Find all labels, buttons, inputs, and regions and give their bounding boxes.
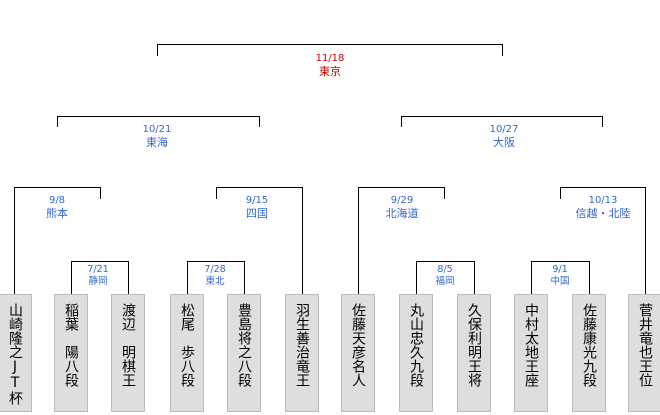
match-date: 9/29: [390, 195, 414, 206]
player-name: 佐藤康光九段: [581, 303, 597, 387]
player-name: 渡辺 明棋王: [120, 303, 136, 387]
final-venue: 東京: [319, 65, 341, 78]
final-connector: [157, 44, 503, 56]
match-date: 10/13: [588, 195, 618, 206]
match-date: 9/1: [552, 264, 568, 275]
match-venue: 熊本: [46, 207, 68, 220]
semi-label-left: 10/21 東海: [102, 123, 212, 149]
player-name: 久保利明王将: [466, 303, 482, 387]
player-box[interactable]: 菅井竜也王位: [628, 294, 660, 412]
player-name: 松尾 歩八段: [179, 303, 195, 387]
match-date: 9/15: [245, 195, 269, 206]
match-date: 9/8: [48, 195, 66, 206]
quarter-label-1: 9/8 熊本: [2, 194, 112, 220]
round1-label-3: 8/5 福岡: [390, 264, 500, 288]
match-venue: 東海: [146, 136, 168, 149]
semi-label-right: 10/27 大阪: [449, 123, 559, 149]
player-box[interactable]: 佐藤康光九段: [572, 294, 606, 412]
player-box[interactable]: 松尾 歩八段: [170, 294, 204, 412]
player-name: 羽生善治竜王: [294, 303, 310, 387]
player-name: 丸山忠久九段: [408, 303, 424, 387]
player-name: 豊島将之八段: [236, 303, 252, 387]
match-date: 7/28: [204, 264, 226, 275]
player-box[interactable]: 豊島将之八段: [227, 294, 261, 412]
match-date: 7/21: [87, 264, 109, 275]
player-box[interactable]: 丸山忠久九段: [399, 294, 433, 412]
match-venue: 信越・北陸: [575, 207, 631, 220]
player-box[interactable]: 渡辺 明棋王: [111, 294, 145, 412]
quarter-connector-4: [560, 187, 646, 294]
match-date: 10/27: [489, 124, 519, 135]
player-name: 稲葉 陽八段: [63, 303, 79, 387]
semi-connector-right: [401, 116, 603, 127]
round1-connector-1: [71, 261, 129, 294]
final-match-label: 11/18 東京: [275, 52, 385, 78]
match-date: 10/21: [142, 124, 172, 135]
player-box[interactable]: 山崎隆之JT杯: [0, 294, 32, 412]
match-venue: 東北: [205, 276, 225, 287]
match-date: 8/5: [437, 264, 453, 275]
match-venue: 福岡: [435, 276, 455, 287]
player-box[interactable]: 佐藤天彦名人: [341, 294, 375, 412]
match-venue: 大阪: [493, 136, 515, 149]
player-box[interactable]: 中村太地王座: [514, 294, 548, 412]
round1-label-1: 7/21 静岡: [43, 264, 153, 288]
final-date: 11/18: [315, 53, 345, 64]
player-name: 佐藤天彦名人: [350, 303, 366, 387]
quarter-connector-1: [14, 187, 101, 294]
player-name: 菅井竜也王位: [637, 303, 653, 387]
player-name: 中村太地王座: [523, 303, 539, 387]
round1-label-4: 9/1 中国: [505, 264, 615, 288]
match-venue: 北海道: [385, 207, 419, 220]
quarter-connector-3: [358, 187, 445, 294]
semi-connector-left: [57, 116, 260, 127]
quarter-label-4: 10/13 信越・北陸: [548, 194, 658, 220]
player-box[interactable]: 稲葉 陽八段: [54, 294, 88, 412]
quarter-connector-2: [216, 187, 303, 294]
player-box[interactable]: 久保利明王将: [457, 294, 491, 412]
match-venue: 静岡: [88, 276, 108, 287]
round1-connector-4: [531, 261, 590, 294]
round1-label-2: 7/28 東北: [160, 264, 270, 288]
quarter-label-3: 9/29 北海道: [347, 194, 457, 220]
match-venue: 四国: [246, 207, 268, 220]
match-venue: 中国: [550, 276, 570, 287]
round1-connector-2: [187, 261, 245, 294]
round1-connector-3: [416, 261, 475, 294]
quarter-label-2: 9/15 四国: [202, 194, 312, 220]
player-box[interactable]: 羽生善治竜王: [285, 294, 319, 412]
player-name: 山崎隆之JT杯: [7, 303, 23, 405]
